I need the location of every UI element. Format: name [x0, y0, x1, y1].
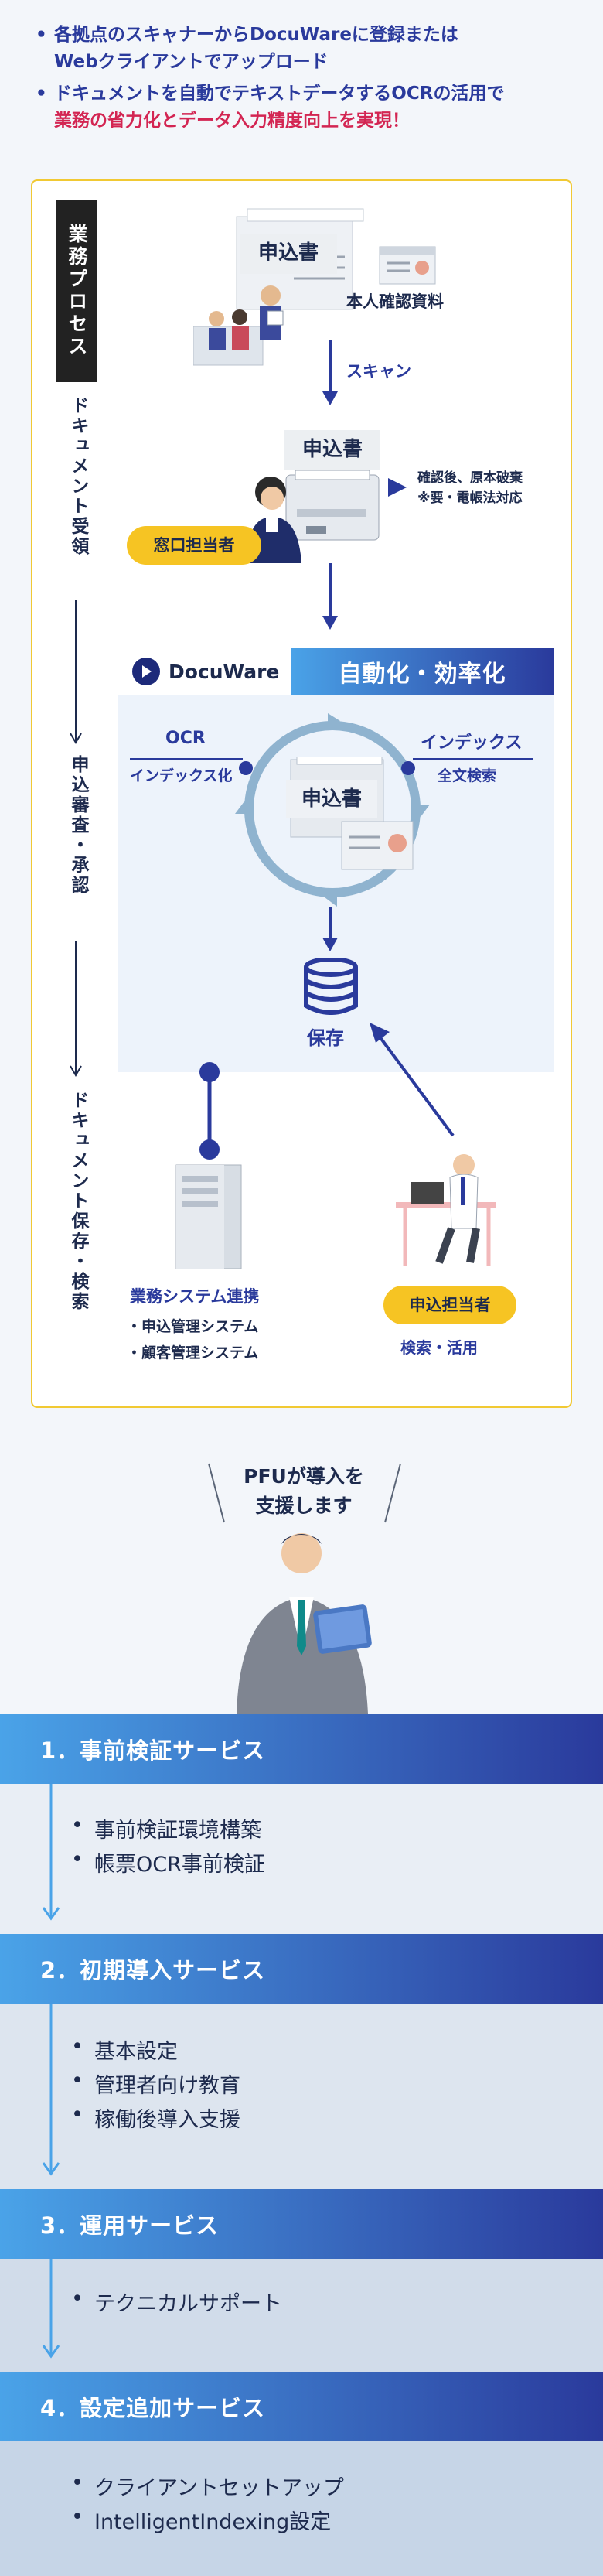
to-docuware-arrow	[322, 563, 338, 630]
pfu-staff-illustration	[237, 1533, 372, 1714]
service-4-body: クライアントセットアップ IntelligentIndexing設定	[0, 2441, 603, 2576]
docuware-logo-text: DocuWare	[169, 660, 280, 683]
service-2-header: 2．初期導入サービス	[0, 1934, 603, 2004]
docuware-logo: DocuWare	[118, 648, 291, 695]
scanner-operator-illustration	[246, 470, 380, 563]
server-icon	[175, 1164, 242, 1269]
stage-document-receipt: ドキュメント受領	[68, 396, 88, 557]
service-2-arrow	[42, 2004, 60, 2176]
ocr-connector	[130, 758, 253, 775]
application-form-tag-2: 申込書	[284, 430, 380, 470]
staff-sublabel: 検索・活用	[400, 1338, 478, 1357]
process-label: 業務プロセス	[56, 200, 97, 382]
support-line-1: PFUが導入を	[244, 1465, 364, 1488]
docuware-title: 自動化・効率化	[291, 648, 554, 695]
database-icon	[304, 958, 358, 1015]
intro-bullets: 各拠点のスキャナーからDocuWareに登録または Webクライアントでアップロ…	[31, 22, 572, 139]
scan-label: スキャン	[346, 362, 411, 381]
index-connector	[401, 758, 533, 775]
to-storage-arrow	[322, 907, 338, 951]
system-item-2: ・顧客管理システム	[127, 1344, 259, 1361]
staff-desk-illustration	[396, 1154, 496, 1266]
docuware-cycle-ring	[235, 713, 430, 907]
system-title: 業務システム連携	[130, 1287, 260, 1306]
system-connector	[199, 1062, 220, 1160]
after-check-line-2: ※要・電帳法対応	[417, 490, 523, 506]
index-sublabel: 全文検索	[438, 767, 497, 784]
result-triangle	[388, 478, 407, 497]
support-message: PFUが導入を 支援します	[238, 1462, 370, 1521]
application-form-tag: 申込書	[240, 234, 337, 274]
intro-bullet-1-line-1: 各拠点のスキャナーからDocuWareに登録または	[54, 25, 458, 45]
after-check-note: 確認後、原本破棄 ※要・電帳法対応	[417, 468, 523, 508]
stage-storage-search: ドキュメント保存・検索	[68, 1091, 88, 1312]
center-form-tag: 申込書	[286, 780, 377, 818]
service-1-arrow	[42, 1784, 60, 1921]
intro-bullet-2: ドキュメントを自動でテキストデータするOCRの活用で 業務の省力化とデータ入力精…	[31, 80, 572, 135]
storage-label: 保存	[307, 1027, 344, 1049]
service-3-body: テクニカルサポート	[0, 2259, 603, 2372]
ocr-label: OCR	[165, 729, 206, 748]
system-item-1: ・申込管理システム	[127, 1318, 259, 1335]
id-documents-label: 本人確認資料	[346, 292, 444, 311]
docuware-logo-icon	[132, 658, 160, 685]
search-arrow	[370, 1023, 455, 1137]
service-2-item-2: 管理者向け教育	[71, 2069, 240, 2099]
intro-bullet-2-line-1: ドキュメントを自動でテキストデータするOCRの活用で	[54, 84, 505, 104]
service-4-item-1: クライアントセットアップ	[71, 2471, 344, 2501]
intro-bullet-1-line-2: Webクライアントでアップロード	[54, 52, 329, 72]
stage-arrow-2	[70, 941, 82, 1077]
index-label: インデックス	[421, 733, 523, 753]
support-line-2: 支援します	[255, 1495, 353, 1517]
id-card-icon	[379, 246, 436, 285]
intro-bullet-1: 各拠点のスキャナーからDocuWareに登録または Webクライアントでアップロ…	[31, 22, 572, 76]
service-1-item-1: 事前検証環境構築	[71, 1813, 261, 1843]
service-2-item-1: 基本設定	[71, 2034, 178, 2065]
service-4-item-2: IntelligentIndexing設定	[71, 2505, 331, 2535]
intro-bullet-2-line-2: 業務の省力化とデータ入力精度向上を実現！	[54, 111, 410, 131]
service-1-item-2: 帳票OCR事前検証	[71, 1847, 265, 1877]
service-3-item-1: テクニカルサポート	[71, 2287, 282, 2317]
support-quote-lines	[208, 1463, 401, 1523]
service-2-body: 基本設定 管理者向け教育 稼働後導入支援	[0, 2004, 603, 2189]
docuware-header: DocuWare 自動化・効率化	[118, 648, 554, 695]
after-check-line-1: 確認後、原本破棄	[417, 470, 523, 486]
staff-pill: 申込担当者	[383, 1286, 516, 1324]
service-3-arrow	[42, 2259, 60, 2359]
service-3-header: 3．運用サービス	[0, 2189, 603, 2259]
service-4-header: 4．設定追加サービス	[0, 2372, 603, 2441]
stage-arrow-1	[70, 600, 82, 744]
scan-arrow	[322, 340, 338, 405]
ocr-sublabel: インデックス化	[130, 767, 233, 784]
service-2-item-3: 稼働後導入支援	[71, 2103, 240, 2133]
service-1-body: 事前検証環境構築 帳票OCR事前検証	[0, 1784, 603, 1934]
window-staff-pill: 窓口担当者	[127, 526, 261, 565]
service-1-header: 1．事前検証サービス	[0, 1714, 603, 1784]
stage-review-approval: 申込審査・承認	[68, 755, 88, 896]
